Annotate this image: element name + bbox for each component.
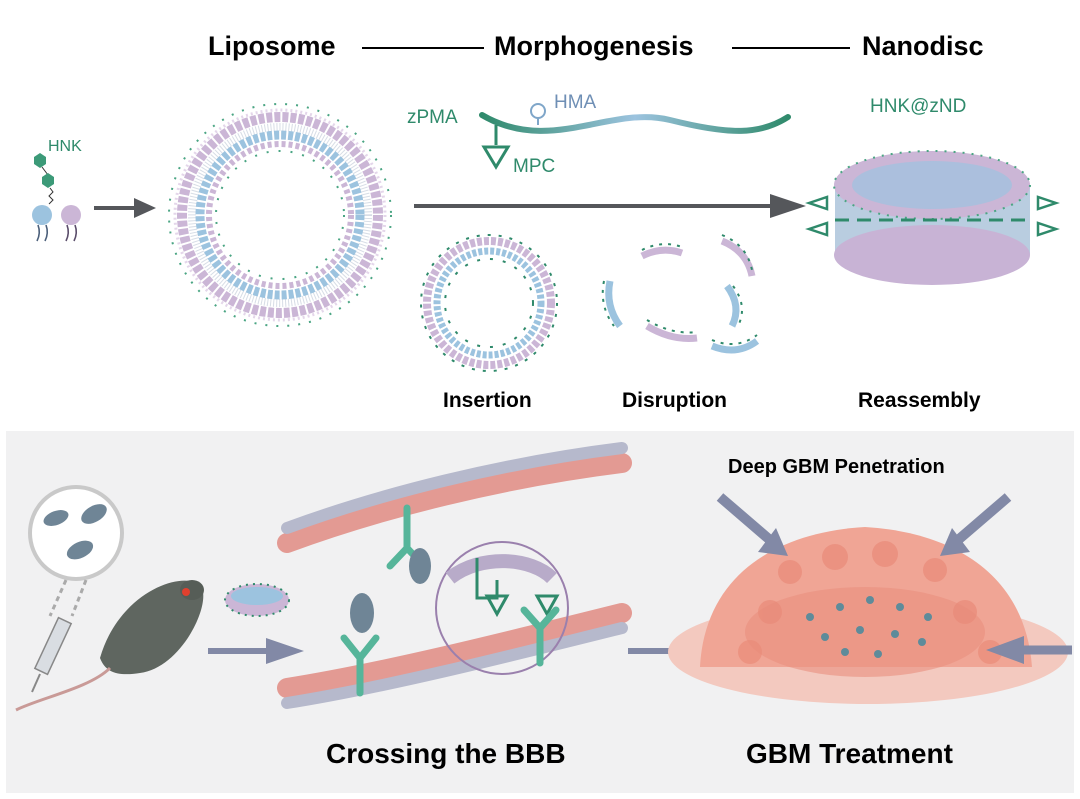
insertion-illustration xyxy=(420,234,558,372)
header-morphogenesis: Morphogenesis xyxy=(494,31,694,61)
mouse-syringe-illustration xyxy=(15,485,204,712)
arrow-lipid-to-liposome xyxy=(94,198,156,218)
arrow-liposome-to-nanodisc xyxy=(414,194,806,218)
hnk-lipid-illustration xyxy=(32,153,81,242)
label-crossing-bbb: Crossing the BBB xyxy=(326,738,566,769)
free-nanodisc-illustration xyxy=(224,583,290,617)
hnk-label: HNK xyxy=(48,138,82,155)
nanodisc-illustration xyxy=(805,150,1060,285)
label-deep-penetration: Deep GBM Penetration xyxy=(728,456,945,478)
zpma-polymer-illustration xyxy=(479,103,791,170)
mpc-label: MPC xyxy=(513,156,556,177)
bbb-illustration xyxy=(277,442,632,709)
arrow-mouse-to-bbb xyxy=(208,638,304,664)
header-dash-1 xyxy=(362,47,484,49)
step-disruption: Disruption xyxy=(622,389,727,412)
tumor-illustration xyxy=(668,493,1072,704)
step-insertion: Insertion xyxy=(443,389,532,412)
header-nanodisc: Nanodisc xyxy=(862,31,984,61)
header-dash-2 xyxy=(732,47,850,49)
hnk-znd-label: HNK@zND xyxy=(870,96,967,117)
disruption-illustration xyxy=(601,234,760,354)
zpma-label: zPMA xyxy=(407,107,458,128)
step-reassembly: Reassembly xyxy=(858,389,981,412)
label-gbm-treatment: GBM Treatment xyxy=(746,738,953,769)
liposome-illustration xyxy=(168,103,392,327)
header-liposome: Liposome xyxy=(208,31,336,61)
hma-label: HMA xyxy=(554,92,597,113)
